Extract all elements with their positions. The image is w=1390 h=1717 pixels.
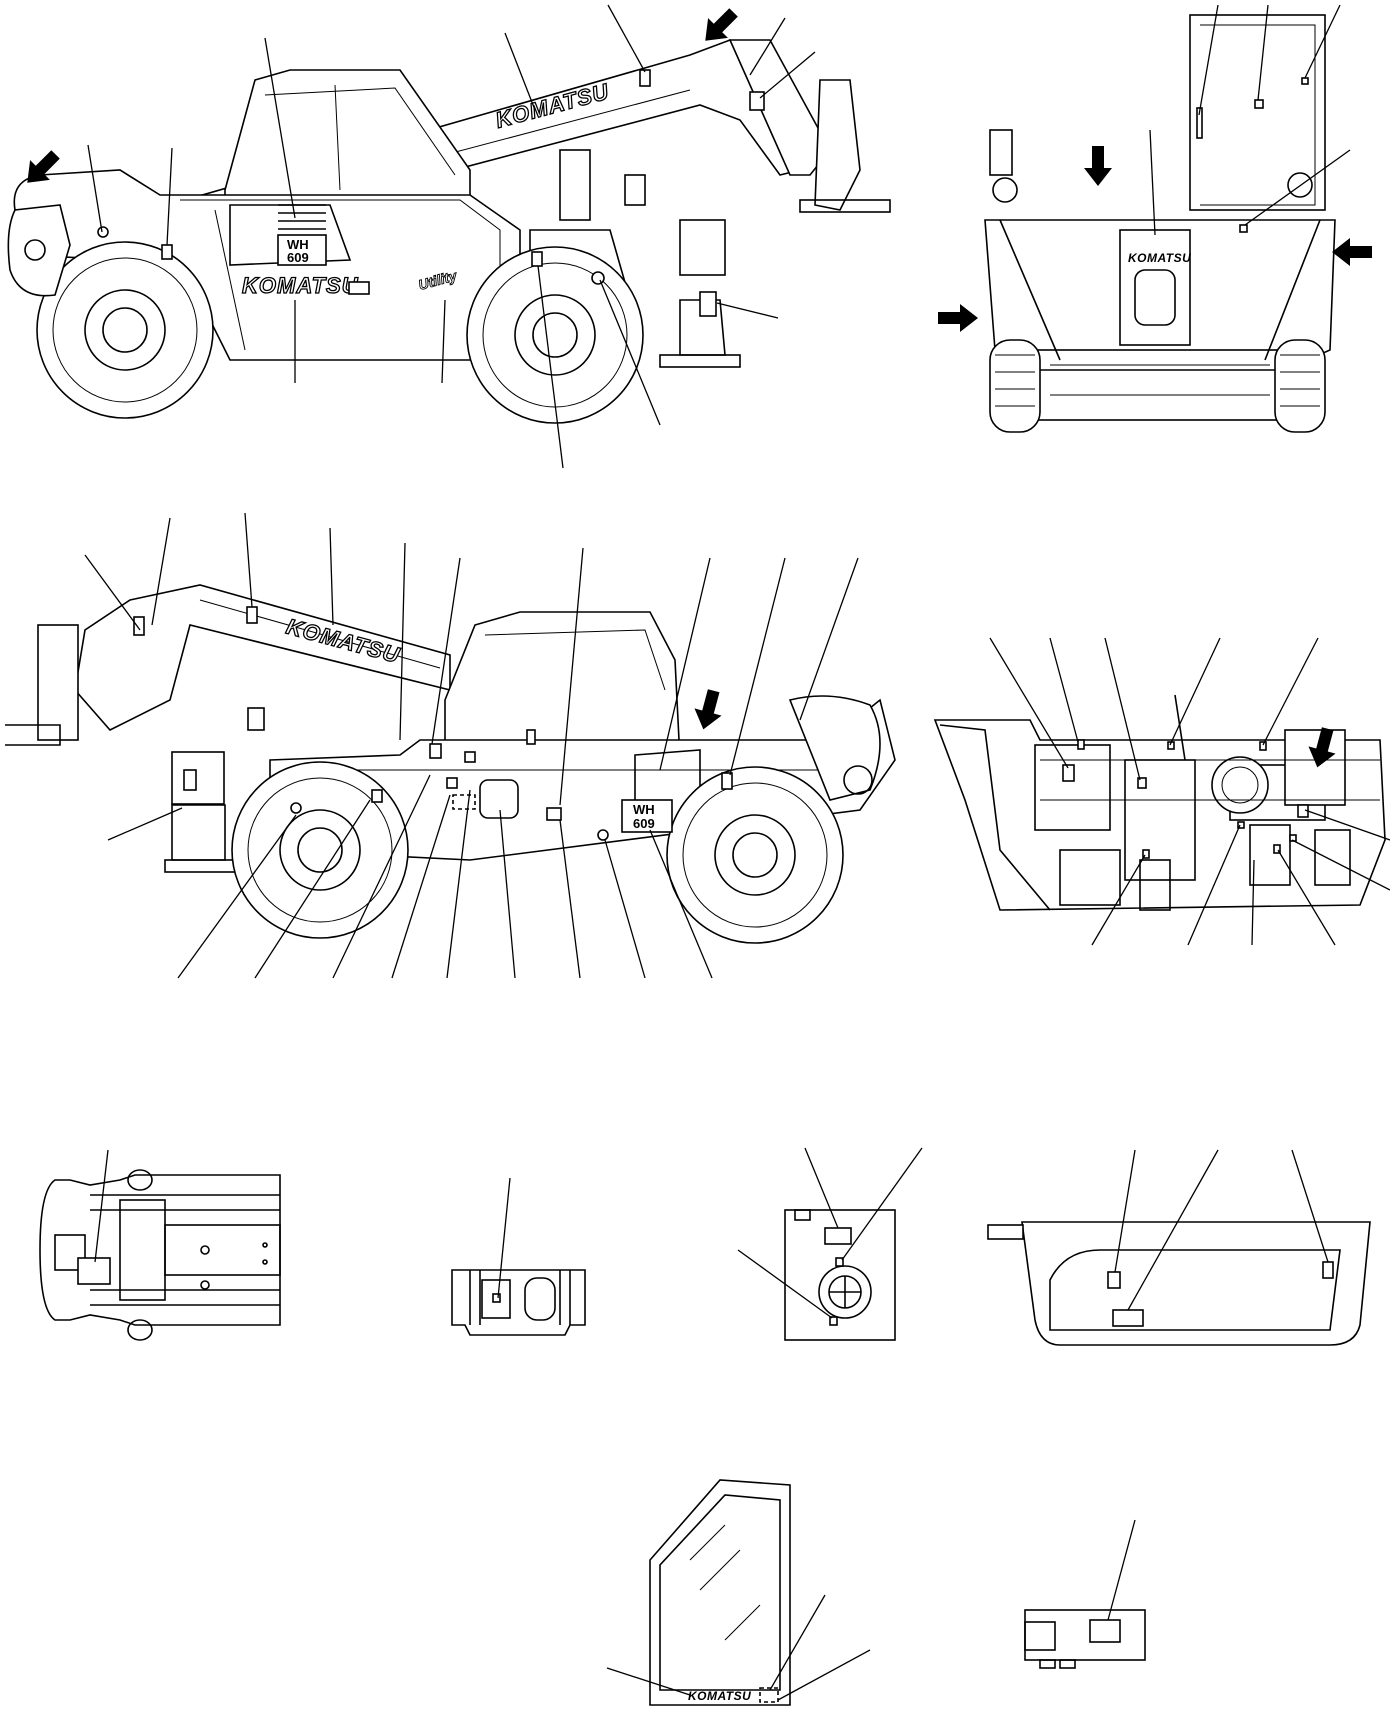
decal [639,69,651,87]
decal [1239,224,1248,233]
decal [290,802,302,814]
detail-hood-cover [987,1149,1371,1346]
model-decal-line2: 609 [633,816,655,831]
rear-plate [1119,229,1191,346]
decal [1062,764,1075,782]
decal [1259,741,1267,751]
rear-left-wheel [989,339,1041,433]
leader-lines-view2 [84,512,859,979]
leader-lines-view1b [1149,4,1351,236]
rear-wheel [36,241,214,419]
arrow-indicator-icon [1332,238,1372,266]
detail-battery-unit [737,1147,923,1341]
decal [1196,107,1203,139]
detail-control-box [1024,1519,1146,1669]
decal [246,606,258,624]
front-wheel [231,761,409,939]
arrow-indicator-icon [705,8,738,41]
view-rear: KOMATSU [938,4,1372,433]
model-decal-line2: 609 [287,250,309,265]
rear-right-wheel [1274,339,1326,433]
rear-wheel [666,766,844,944]
arrow-indicator-icon [1084,146,1112,186]
decal [1107,1271,1121,1289]
decal [348,281,370,295]
leader-lines-view2b [989,637,1390,946]
decal [183,769,197,791]
decal [526,729,536,745]
decal [1301,77,1309,85]
machine-body [13,169,521,361]
brand-logo-body: KOMATSU [242,273,359,298]
decal [1089,1619,1121,1643]
decal [1322,1261,1334,1279]
brand-logo-rear-plate: KOMATSU [1128,251,1191,265]
decal [829,1316,838,1326]
model-decal-frame [277,234,327,266]
decal [1112,1309,1144,1327]
model-decal-frame [621,799,673,833]
decal [133,616,145,636]
arrow-indicator-icon [938,304,978,332]
model-decal-line1: WH [287,237,309,252]
decal [824,1227,852,1245]
view-right-side: KOMATSU WH 609 [5,512,896,979]
decal [464,751,476,763]
front-wheel [466,246,644,424]
decal [446,777,458,789]
decal [749,91,765,111]
cab [444,611,681,761]
decal [1137,777,1147,789]
boom [74,584,451,731]
decal [492,1293,501,1303]
decal [546,807,562,821]
decal [161,244,173,260]
decal [597,829,609,841]
model-decal-line1: WH [633,802,655,817]
arrow-indicator-icon [694,689,722,730]
decal [835,1257,844,1267]
view-left-side: KOMATSU KOMATSU WH 609 Utility [7,4,891,469]
decal [77,1257,111,1285]
detail-cab-door: KOMATSU [606,1479,871,1706]
decal [699,291,717,317]
decal [1077,739,1085,750]
arrow-indicator-icon [1308,727,1336,768]
decal [1142,849,1150,859]
detail-chassis-top [39,1149,281,1341]
decal [1237,821,1245,829]
arrow-indicator-icon [27,150,60,183]
decal [721,772,733,790]
decal [591,271,605,285]
tank-cover [479,779,519,819]
detail-frame-section [451,1177,586,1336]
decal [97,226,109,238]
decal [371,789,383,803]
decal [429,743,442,759]
view-engine-compartment [933,637,1390,946]
decal [531,251,543,267]
leader-lines-view1 [87,4,816,469]
brand-logo-door: KOMATSU [688,1689,751,1703]
decal [1254,99,1264,109]
decal [1273,844,1281,854]
